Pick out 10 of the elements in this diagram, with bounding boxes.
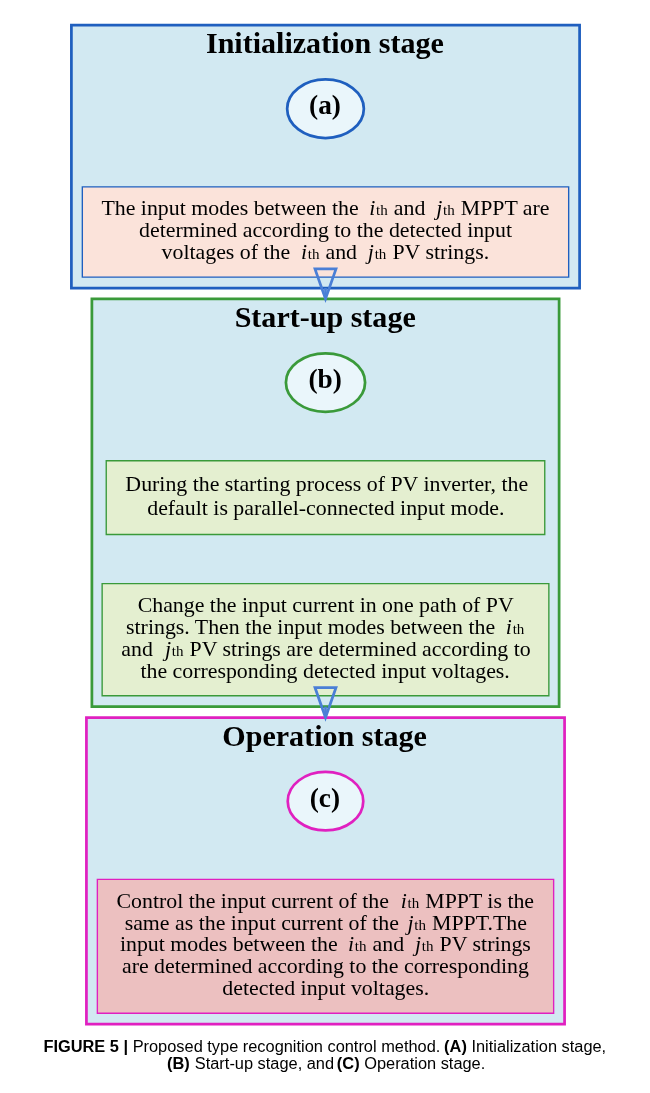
arrow [312, 686, 338, 722]
node-box: Control the input current of the ith MPPT is the same as the input current of the jth MPPT.The input modes between the ith and jth PV strings are determined according to the corresponding detected input voltages. [96, 878, 554, 1014]
node-box: The input modes between the ith and jth MPPT are determined according to the detected input voltages of the ith and jth PV strings. [81, 186, 569, 278]
node-ellipse: (b) [284, 351, 366, 414]
node-ellipse: (c) [285, 770, 365, 832]
node-box: During the starting process of PV inverter, the default is parallel-connected input mode. [105, 460, 545, 536]
arrow [312, 267, 338, 304]
node-box: Change the input current in one path of PV strings. Then the input modes between the ith and jth PV strings are determined according to the corresponding detected input voltages. [100, 583, 550, 697]
node-ellipse: (a) [285, 78, 365, 140]
caption: FIGURE 5 | Proposed type recognition control method. (A) Initialization stage, (B) Start-up stage, and (C) Operation stage. [42, 1037, 606, 1072]
